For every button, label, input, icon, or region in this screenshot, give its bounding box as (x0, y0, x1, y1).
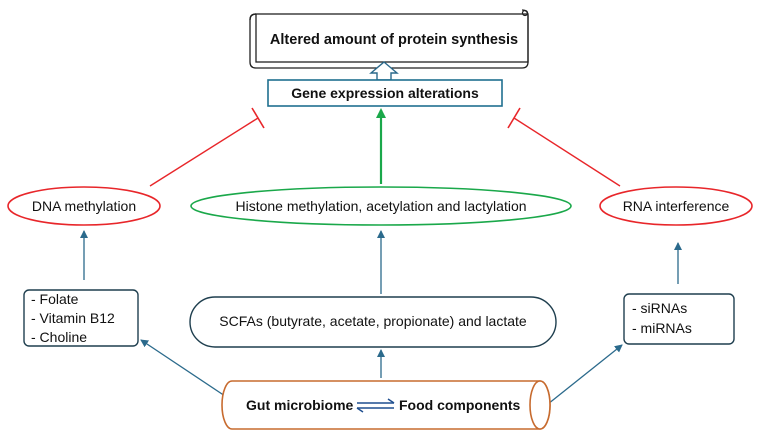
nutrient-item: - Choline (31, 329, 87, 345)
histone-ellipse (190, 186, 572, 226)
rnas-box (623, 293, 735, 345)
gene-expression-box (267, 79, 503, 107)
arrow-cylinder-to-rnas (547, 344, 623, 405)
food-components-label: Food components (399, 397, 521, 413)
cylinder-icon (221, 380, 551, 430)
rna-item: - siRNAs (632, 300, 687, 316)
left-right-harpoon-arrows-icon (356, 398, 395, 413)
gut-microbiome-label: Gut microbiome (246, 397, 354, 413)
top-title: Altered amount of protein synthesis (270, 32, 518, 48)
arrow-cylinder-to-nutrients (140, 339, 229, 399)
scfas-label: SCFAs (butyrate, acetate, propionate) an… (219, 313, 527, 329)
dna-methylation-label: DNA methylation (32, 198, 136, 214)
nutrient-item: - Folate (31, 291, 79, 307)
scfas-box (189, 296, 557, 348)
histone-label: Histone methylation, acetylation and lac… (235, 198, 526, 214)
gene-expression-label: Gene expression alterations (291, 85, 479, 101)
inhibition-line-rna (507, 107, 621, 187)
dna-methylation-ellipse (7, 186, 161, 226)
rna-interference-ellipse (599, 186, 753, 226)
inhibition-line-dna (149, 107, 265, 187)
nutrients-box (23, 289, 139, 347)
rna-interference-label: RNA interference (623, 198, 730, 214)
scroll-banner-icon (249, 9, 529, 69)
hollow-arrow-icon (369, 61, 399, 81)
nutrient-item: - Vitamin B12 (31, 310, 115, 326)
rna-item: - miRNAs (632, 320, 692, 336)
